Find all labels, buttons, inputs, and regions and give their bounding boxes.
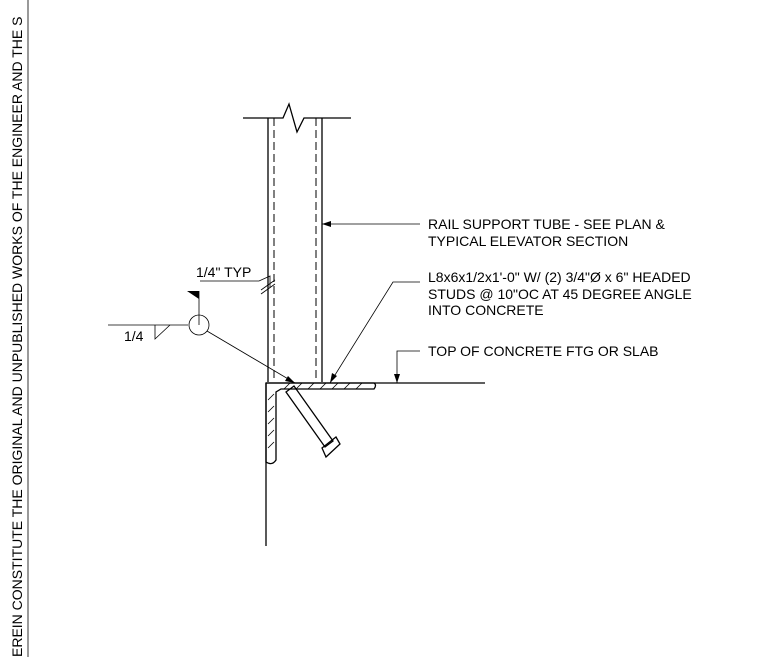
steel-angle bbox=[265, 382, 377, 465]
rail-support-tube bbox=[243, 102, 351, 382]
weld-symbol bbox=[108, 291, 296, 384]
note-angle-line3: INTO CONCRETE bbox=[428, 302, 544, 318]
concrete-outline bbox=[265, 382, 485, 546]
note-rail-support-line1: RAIL SUPPORT TUBE - SEE PLAN & bbox=[428, 216, 665, 232]
weld-size-label: 1/4 bbox=[124, 328, 144, 344]
note-angle-line2: STUDS @ 10"OC AT 45 DEGREE ANGLE bbox=[428, 286, 692, 302]
weld-typ-callout bbox=[200, 275, 276, 295]
field-weld-flag-icon bbox=[187, 291, 199, 299]
break-line bbox=[243, 102, 351, 134]
weld-typ-label: 1/4" TYP bbox=[196, 264, 251, 280]
leader-angle bbox=[329, 281, 420, 384]
note-rail-support-line2: TYPICAL ELEVATOR SECTION bbox=[428, 233, 628, 249]
svg-text:EREIN CONSTITUTE THE ORIGINAL: EREIN CONSTITUTE THE ORIGINAL AND UNPUBL… bbox=[9, 17, 25, 657]
note-concrete-top: TOP OF CONCRETE FTG OR SLAB bbox=[428, 343, 659, 359]
leader-concrete-top bbox=[394, 350, 420, 383]
headed-stud bbox=[285, 385, 341, 459]
side-note: EREIN CONSTITUTE THE ORIGINAL AND UNPUBL… bbox=[9, 17, 25, 657]
leader-rail-support bbox=[322, 221, 420, 227]
note-angle-line1: L8x6x1/2x1'-0" W/ (2) 3/4"Ø x 6" HEADED bbox=[428, 269, 691, 285]
